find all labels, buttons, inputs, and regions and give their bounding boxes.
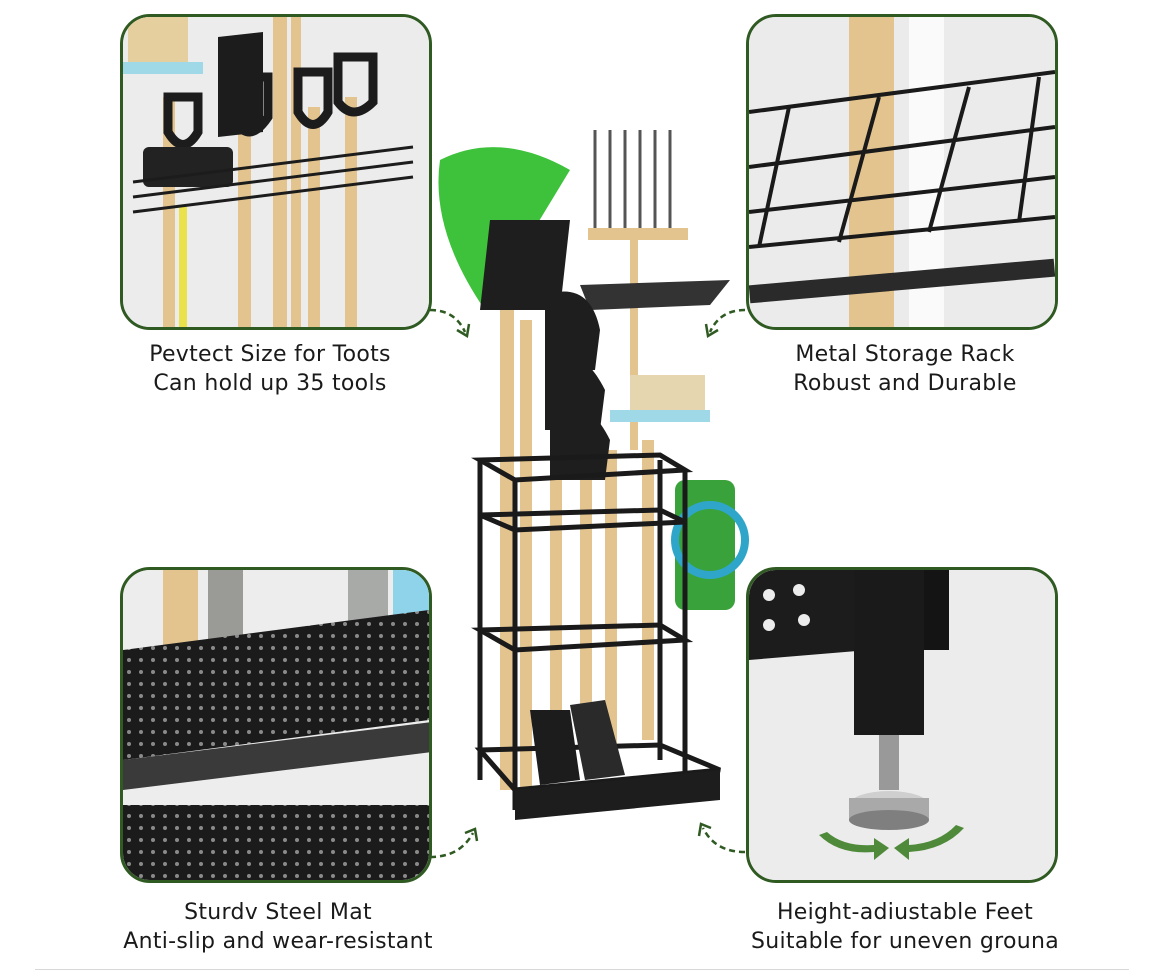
rotate-arrows-icon [819, 825, 964, 860]
feet-title: Height-adiustable Feet [776, 900, 1034, 925]
capacity-title: Pevtect Size for Toots [149, 342, 391, 367]
mat-title: Sturdv Steel Mat [184, 900, 372, 925]
pitchfork [593, 130, 672, 230]
metal-closeup-panel [746, 14, 1058, 330]
capacity-closeup-panel [120, 14, 432, 330]
metal-caption: Metal Storage Rack Robust and Durable [705, 340, 1105, 398]
tools-closeup-image [123, 17, 429, 327]
mat-closeup-panel [120, 567, 432, 883]
dashed-arrow-icon [429, 308, 471, 339]
mat-caption: Sturdv Steel Mat Anti-slip and wear-resi… [78, 898, 478, 956]
tool-rack-product-image [438, 130, 749, 820]
capacity-subtitle: Can hold up 35 tools [153, 371, 387, 396]
metal-rack-closeup-image [749, 17, 1055, 327]
metal-title: Metal Storage Rack [795, 342, 1015, 367]
dashed-arrow-icon [697, 822, 746, 854]
feet-subtitle: Suitable for uneven grouna [750, 929, 1060, 954]
bottom-divider [35, 969, 1129, 970]
mat-subtitle: Anti-slip and wear-resistant [123, 929, 433, 954]
capacity-caption: Pevtect Size for Toots Can hold up 35 to… [70, 340, 470, 398]
feet-closeup-panel [746, 567, 1058, 883]
adjustable-foot-closeup-image [749, 570, 1055, 880]
metal-subtitle: Robust and Durable [793, 371, 1017, 396]
dashed-arrow-icon [704, 308, 746, 339]
dashed-arrow-icon [429, 827, 479, 859]
steel-mat-closeup-image [123, 570, 429, 880]
feet-caption: Height-adiustable Feet Suitable for unev… [705, 898, 1105, 956]
